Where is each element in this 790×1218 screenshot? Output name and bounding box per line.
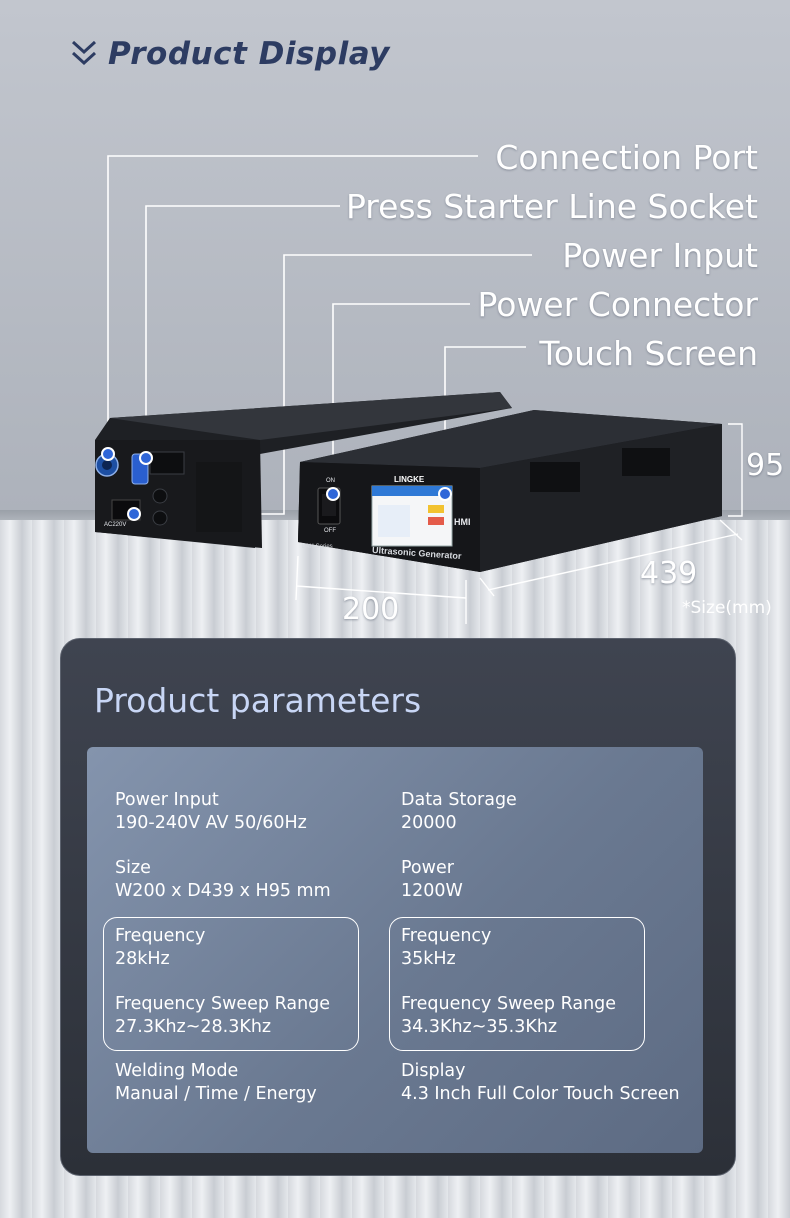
param-data-storage: Data Storage 20000 bbox=[401, 789, 517, 835]
dimension-height: 95 bbox=[746, 448, 785, 483]
param-value: 35kHz bbox=[401, 949, 456, 969]
param-value: 4.3 Inch Full Color Touch Screen bbox=[401, 1084, 680, 1104]
param-name: Power bbox=[401, 858, 454, 878]
callout-dots bbox=[101, 447, 452, 521]
param-value: 34.3Khz~35.3Khz bbox=[401, 1017, 558, 1037]
size-note: *Size(mm) bbox=[682, 598, 772, 618]
label-touch-screen: Touch Screen bbox=[539, 334, 758, 373]
parameters-inner-panel: Power Input 190-240V AV 50/60Hz Data Sto… bbox=[87, 747, 703, 1153]
param-name: Frequency Sweep Range bbox=[115, 994, 331, 1014]
param-value: 190-240V AV 50/60Hz bbox=[115, 813, 307, 833]
param-name: Display bbox=[401, 1061, 466, 1081]
dimension-depth: 439 bbox=[640, 556, 698, 591]
label-connection-port: Connection Port bbox=[495, 138, 758, 177]
param-name: Data Storage bbox=[401, 790, 517, 810]
param-value: W200 x D439 x H95 mm bbox=[115, 881, 331, 901]
param-power: Power 1200W bbox=[401, 857, 463, 903]
param-power-input: Power Input 190-240V AV 50/60Hz bbox=[115, 789, 307, 835]
frequency-35khz-box bbox=[389, 917, 645, 1051]
dimension-lines bbox=[295, 423, 743, 624]
switch-on-label: ON bbox=[326, 478, 335, 484]
param-value: 28kHz bbox=[115, 949, 170, 969]
param-name: Size bbox=[115, 858, 151, 878]
param-name: Frequency bbox=[115, 926, 206, 946]
param-name: Welding Mode bbox=[115, 1061, 239, 1081]
param-name: Frequency Sweep Range bbox=[401, 994, 617, 1014]
param-sweep-range-35: Frequency Sweep Range 34.3Khz~35.3Khz bbox=[401, 993, 616, 1039]
brand-label: LINGKE bbox=[394, 475, 425, 484]
rear-unit bbox=[95, 392, 512, 548]
param-welding-mode: Welding Mode Manual / Time / Energy bbox=[115, 1060, 317, 1106]
page-title: Product Display bbox=[108, 36, 390, 72]
rear-ac-label: AC220V bbox=[104, 522, 127, 528]
product-illustration bbox=[95, 392, 743, 624]
param-value: Manual / Time / Energy bbox=[115, 1084, 317, 1104]
front-unit bbox=[298, 410, 722, 572]
dimension-width: 200 bbox=[342, 592, 400, 627]
param-value: 20000 bbox=[401, 813, 457, 833]
param-sweep-range-28: Frequency Sweep Range 27.3Khz~28.3Khz bbox=[115, 993, 330, 1039]
param-name: Frequency bbox=[401, 926, 492, 946]
label-power-input: Power Input bbox=[562, 236, 758, 275]
param-name: Power Input bbox=[115, 790, 219, 810]
series-label: LAH-Series bbox=[302, 544, 333, 550]
hmi-label: HMI bbox=[454, 517, 471, 527]
section-header: Product Display bbox=[70, 36, 390, 72]
param-value: 27.3Khz~28.3Khz bbox=[115, 1017, 272, 1037]
label-press-starter-line-socket: Press Starter Line Socket bbox=[345, 187, 758, 226]
param-size: Size W200 x D439 x H95 mm bbox=[115, 857, 331, 903]
param-frequency-28: Frequency 28kHz bbox=[115, 925, 205, 971]
param-display: Display 4.3 Inch Full Color Touch Screen bbox=[401, 1060, 680, 1106]
label-power-connector: Power Connector bbox=[477, 285, 758, 324]
param-frequency-35: Frequency 35kHz bbox=[401, 925, 491, 971]
double-chevron-down-icon bbox=[71, 40, 97, 66]
switch-off-label: OFF bbox=[324, 528, 336, 534]
parameters-title: Product parameters bbox=[94, 681, 422, 720]
frequency-28khz-box bbox=[103, 917, 359, 1051]
param-value: 1200W bbox=[401, 881, 463, 901]
product-parameters-panel: Product parameters Power Input 190-240V … bbox=[60, 638, 736, 1176]
